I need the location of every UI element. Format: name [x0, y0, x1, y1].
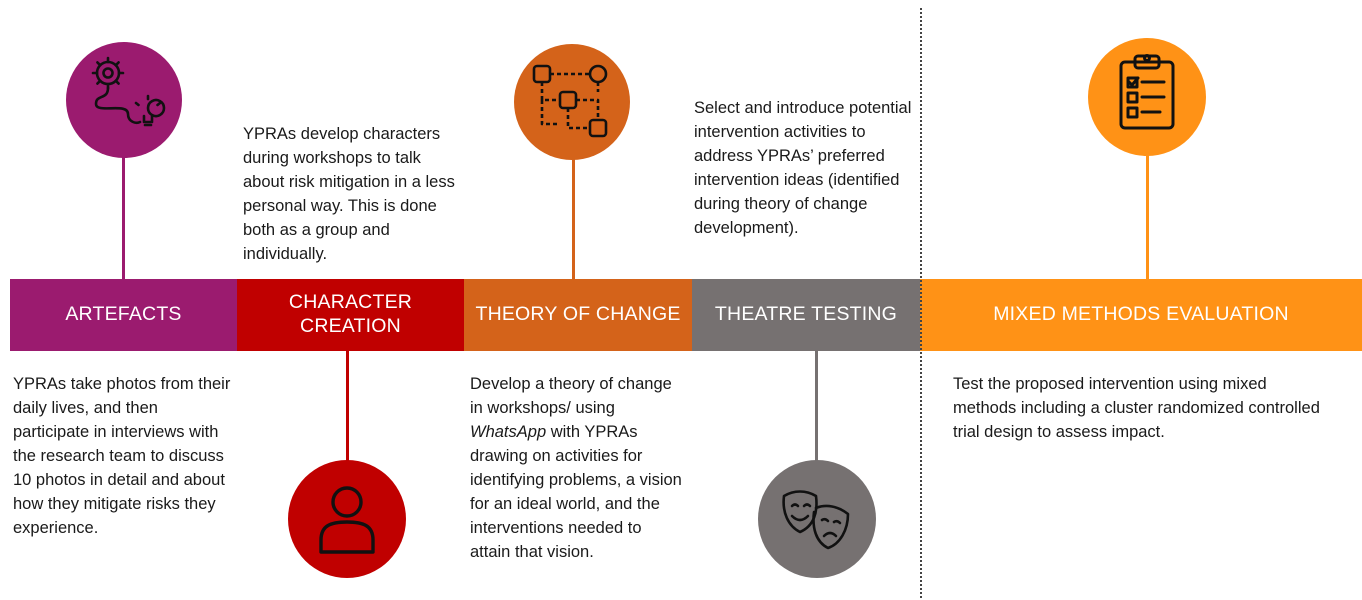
- mixed-methods-evaluation-circle: [1088, 38, 1206, 156]
- theory-of-change-connector: [572, 140, 575, 280]
- artefacts-circle: [66, 42, 182, 158]
- clipboard-checklist-icon: [1119, 54, 1175, 130]
- character-creation-description: YPRAs develop characters during workshop…: [243, 125, 455, 263]
- theory-of-change-description: Develop a theory of change in workshops/…: [470, 375, 682, 561]
- character-creation-connector: [346, 350, 349, 470]
- stage-label-theatre-testing: THEATRE TESTING: [714, 303, 898, 326]
- stage-band-theory-of-change: THEORY OF CHANGE: [464, 279, 692, 351]
- mixed-methods-evaluation-connector: [1146, 150, 1149, 280]
- artefacts-description: YPRAs take photos from their daily lives…: [13, 375, 231, 537]
- mixed-methods-evaluation-description: Test the proposed intervention using mix…: [953, 375, 1320, 441]
- person-icon: [319, 486, 375, 554]
- theatre-testing-connector: [815, 350, 818, 470]
- stage-band-character-creation: CHARACTER CREATION: [237, 279, 464, 351]
- stage-label-character-creation: CHARACTER CREATION: [288, 291, 413, 337]
- stage-label-artefacts: ARTEFACTS: [65, 303, 182, 326]
- stage-band-mixed-methods-evaluation: MIXED METHODS EVALUATION: [920, 279, 1362, 351]
- theatre-testing-description: Select and introduce potential intervent…: [694, 99, 912, 237]
- artefacts-connector: [122, 140, 125, 280]
- phase-divider: [920, 8, 922, 598]
- stage-band-theatre-testing: THEATRE TESTING: [692, 279, 920, 351]
- flowchart-icon: [532, 64, 608, 138]
- character-creation-circle: [288, 460, 406, 578]
- stage-label-mixed-methods-evaluation: MIXED METHODS EVALUATION: [993, 303, 1289, 326]
- theory-of-change-circle: [514, 44, 630, 160]
- stage-label-theory-of-change: THEORY OF CHANGE: [475, 303, 681, 326]
- stage-band-artefacts: ARTEFACTS: [10, 279, 237, 351]
- theatre-testing-circle: [758, 460, 876, 578]
- theatre-masks-icon: [782, 490, 850, 550]
- gear-path-lightbulb-icon: [91, 56, 166, 127]
